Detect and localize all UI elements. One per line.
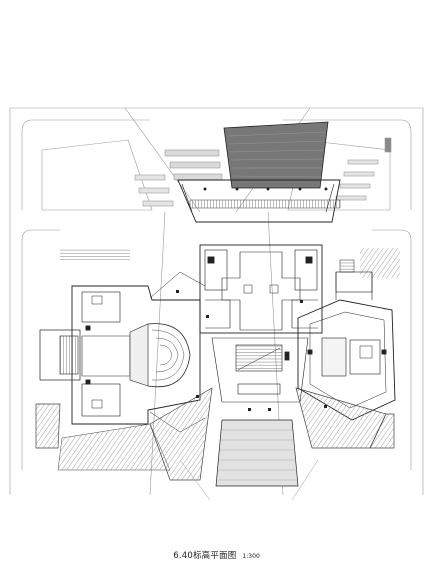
landscape-south-west xyxy=(35,387,213,481)
south-plaza xyxy=(179,419,319,501)
drawing-caption: 6.40标高平面图 1:300 xyxy=(0,543,433,562)
landscape-block-north-east xyxy=(60,137,400,278)
structural-columns xyxy=(176,290,327,411)
central-lobby xyxy=(211,337,309,403)
central-hall xyxy=(199,244,323,334)
drawing-title: 6.40标高平面图 xyxy=(173,551,237,561)
north-wing xyxy=(177,179,341,223)
west-theatre xyxy=(39,271,206,433)
north-canopy xyxy=(223,121,329,189)
drawing-scale: 1:300 xyxy=(242,553,260,560)
landscape-south-east xyxy=(295,387,395,449)
east-hall xyxy=(297,259,396,421)
landscape-block-north-west xyxy=(41,139,223,211)
